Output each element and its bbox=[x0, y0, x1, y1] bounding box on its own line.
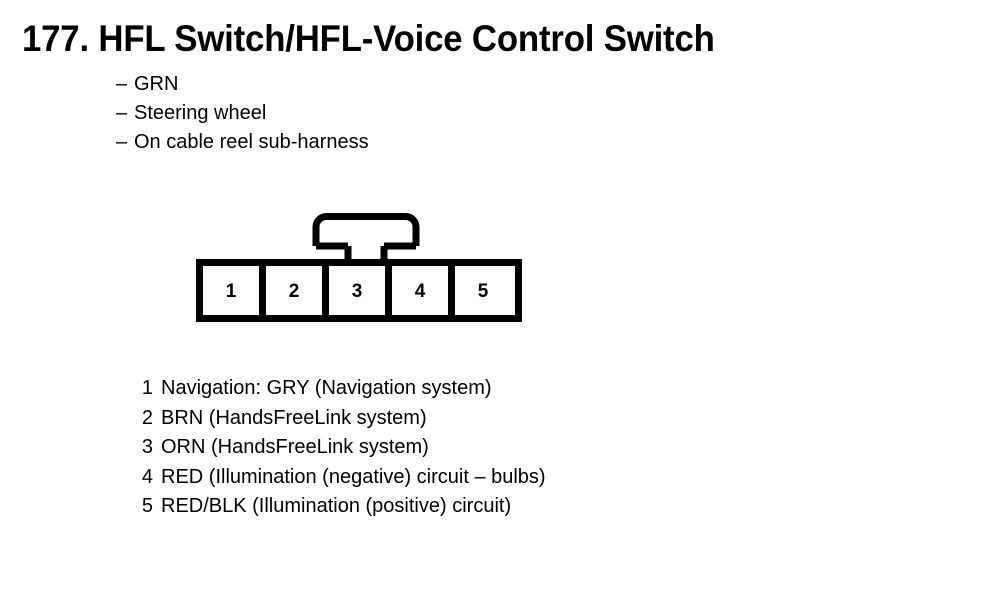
pin-legend-list: 1 Navigation: GRY (Navigation system) 2 BR… bbox=[131, 374, 546, 522]
note-item-label: On cable reel sub-harness bbox=[134, 131, 369, 153]
note-dash-icon: – bbox=[116, 102, 128, 124]
pin-legend-row: 5 RED/BLK (Illumination (positive) circui… bbox=[131, 492, 546, 522]
connector-cavity-5: 5 bbox=[478, 281, 489, 302]
note-item-harness: –On cable reel sub-harness bbox=[116, 128, 369, 157]
pin-legend-row: 3 ORN (HandsFreeLink system) bbox=[131, 433, 546, 463]
note-item-label: GRN bbox=[134, 73, 179, 95]
connector-cavity-3: 3 bbox=[352, 281, 363, 302]
connector-diagram: 1 2 3 4 5 bbox=[196, 210, 526, 322]
pin-legend-number: 5 bbox=[141, 495, 153, 517]
pin-legend-description: Navigation: GRY (Navigation system) bbox=[161, 377, 492, 399]
connector-latch-tab bbox=[312, 213, 420, 266]
pin-legend-number: 4 bbox=[141, 465, 153, 488]
pin-legend-description: RED/BLK (Illumination (positive) circuit… bbox=[161, 495, 512, 517]
pin-legend-description: BRN (HandsFreeLink system) bbox=[161, 406, 427, 429]
page-title: 177. HFL Switch/HFL-Voice Control Switch bbox=[22, 18, 715, 59]
note-item-wire-color: –GRN bbox=[116, 70, 369, 99]
note-item-location: –Steering wheel bbox=[116, 99, 369, 128]
pin-legend-row: 1 Navigation: GRY (Navigation system) bbox=[131, 374, 546, 404]
note-item-label: Steering wheel bbox=[134, 102, 267, 124]
pin-legend-number: 3 bbox=[141, 436, 153, 458]
note-dash-icon: – bbox=[116, 131, 128, 153]
connector-cavity-4: 4 bbox=[415, 281, 426, 302]
pin-legend-number: 1 bbox=[141, 377, 153, 399]
connector-cavity-2: 2 bbox=[289, 281, 300, 302]
pin-legend-description: RED (Illumination (negative) circuit – b… bbox=[161, 465, 546, 488]
note-dash-icon: – bbox=[116, 73, 128, 95]
pin-legend-description: ORN (HandsFreeLink system) bbox=[161, 436, 429, 458]
pin-legend-number: 2 bbox=[141, 406, 153, 429]
connector-cavity-1: 1 bbox=[226, 281, 237, 302]
connector-body-outline bbox=[196, 259, 522, 322]
pin-legend-row: 4 RED (Illumination (negative) circuit – … bbox=[131, 463, 546, 493]
pin-legend-row: 2 BRN (HandsFreeLink system) bbox=[131, 404, 546, 434]
connector-cavity-dividers bbox=[259, 266, 455, 315]
connector-notes-list: –GRN –Steering wheel –On cable reel sub-… bbox=[116, 70, 369, 157]
